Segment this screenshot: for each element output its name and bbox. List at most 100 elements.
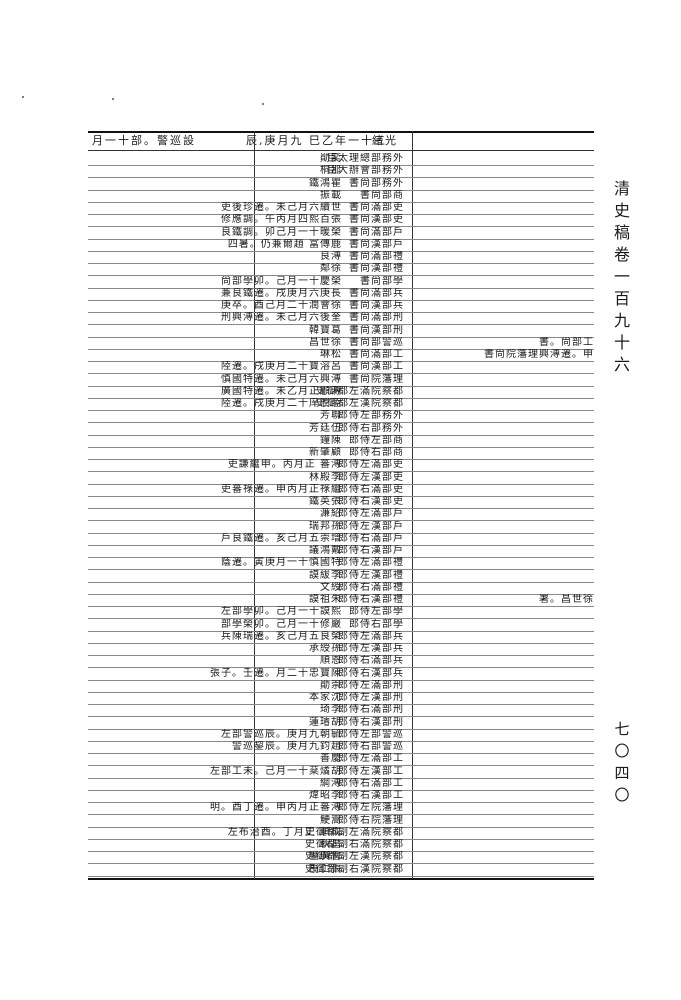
cell-c2: 郎侍左部學	[349, 606, 404, 618]
cell-c3	[414, 741, 594, 753]
table-row: 本家沈郎侍左漢部刑	[88, 692, 594, 705]
table-row: 文綬郎侍右滿部禮	[88, 581, 594, 595]
cell-c2: 書尙滿部禮	[349, 251, 404, 262]
cell-c1: 昌世徐	[309, 336, 342, 348]
row-rule	[88, 165, 594, 166]
book-title: 清史稿 卷一百 九十六	[613, 179, 630, 374]
cell-c3	[414, 165, 594, 177]
row-rule	[88, 495, 594, 497]
cell-c3	[414, 447, 594, 459]
cell-c2: 郎侍左院藩理	[338, 802, 404, 814]
cell-c2: 郎侍左漢部工	[338, 765, 404, 777]
cell-c3	[414, 325, 594, 337]
table-row: 廣國特遷。未乙月正顧溥史御都左滿院察都	[88, 386, 594, 399]
table-row: 部學榮卯。己月一十修嚴郎侍右部學	[88, 619, 594, 632]
cell-c1: 文綬	[320, 581, 342, 593]
cell-c2: 書尙院藩理	[349, 373, 404, 385]
cell-c3	[414, 839, 594, 851]
row-rule	[88, 446, 594, 448]
cell-c3	[414, 251, 594, 263]
table-row: 鑾廣會史御都副左漢院察都	[88, 851, 594, 865]
table-row: 兼良鐵遷。戌庚月六庚長書尙滿部兵	[88, 287, 594, 301]
cell-c3	[414, 680, 594, 692]
table-row: 秋昌史御都副右滿院察都	[88, 839, 594, 852]
cell-c3: 書尙院藩理興溥遷。申	[484, 349, 594, 360]
cell-c3	[414, 410, 594, 422]
table-row: 警巡鋆辰。庚月九鈞趙郎侍右部警巡	[88, 741, 594, 754]
cell-c1: 議鴻戴	[309, 545, 342, 556]
table-row: 韓寶葛書尙漢部刑	[88, 324, 594, 338]
row-rule	[88, 508, 594, 509]
table-row: 刑興溥遷。未己月六後奎書尙滿部刑	[88, 312, 594, 326]
row-rule	[88, 667, 594, 669]
table-row: 振載書尙部商	[88, 190, 594, 203]
cell-c3	[414, 361, 594, 373]
table-row: 修應調。午丙月四熙百張書尙漢部吏	[88, 214, 594, 228]
table-row: 吏蕃祿遷。申丙月正祿繼郎侍右滿部吏	[88, 484, 594, 497]
cell-c2: 郎侍右漢部禮	[338, 594, 404, 605]
cell-c2: 郎侍右部商	[349, 447, 404, 458]
cell-c2: 郎侍左部商	[349, 434, 404, 446]
cell-c2: 書尙漢部戶	[349, 238, 404, 250]
cell-c1: 善慶	[320, 753, 342, 765]
cell-c3	[414, 178, 594, 190]
row-rule	[88, 483, 594, 485]
cell-c1: 戶良鐵遷。亥己月五崇增	[221, 532, 342, 544]
row-rule	[88, 863, 594, 865]
cell-c1: 濂紹	[320, 508, 342, 520]
row-rule	[88, 299, 594, 301]
cell-c2: 郎侍右滿部工	[338, 777, 404, 789]
cell-c3	[414, 521, 594, 533]
table-row: 戶良鐵遷。亥己月五崇增郎侍右滿部戶	[88, 532, 594, 546]
row-rule	[88, 716, 594, 718]
cell-c2: 書尙滿部工	[349, 349, 404, 360]
cell-c2: 郎侍左漢部戶	[338, 520, 404, 532]
cell-c2: 書尙滿部刑	[349, 312, 404, 324]
row-rule	[88, 557, 594, 558]
cell-c3	[414, 864, 594, 876]
row-rule	[88, 226, 594, 228]
cell-c3	[414, 851, 594, 863]
cell-c1: 兵陳瑞遷。亥己月五良榮	[221, 630, 342, 642]
cell-c3	[414, 300, 594, 312]
cell-c3	[414, 704, 594, 716]
row-rule	[88, 324, 594, 326]
cell-c1: 芳廷伍	[309, 422, 342, 434]
row-rule	[88, 851, 594, 852]
cell-c3: 署。昌世徐	[539, 594, 594, 605]
cell-c2: 書尙漢部刑	[349, 324, 404, 336]
cell-c1: 明。酉丁遷。申丙月正蕃溥	[210, 802, 342, 814]
table-row: 新肇顧郎侍右部商	[88, 447, 594, 460]
row-rule	[88, 802, 594, 803]
cell-c3	[414, 472, 594, 484]
cell-c1: 左部學卯。己月一十謨熙	[221, 606, 342, 618]
cell-c1: 鄰徐	[320, 263, 342, 275]
table-row: 左部警巡辰。庚月九朝毓郎侍左部警巡	[88, 729, 594, 742]
cell-c3: 書。尙部工	[539, 336, 594, 348]
cell-c1: 左部工未。己月一十棻燏胡	[210, 765, 342, 777]
table-row: 勛崇郎侍左滿部刑	[88, 680, 594, 693]
cell-c2: 郎侍左滿部工	[338, 753, 404, 765]
cell-c1: 新肇顧	[309, 447, 342, 458]
cell-c2: 郎侍右滿部戶	[338, 532, 404, 544]
row-rule	[88, 642, 594, 644]
table-row: 琦李郎侍右滿部刑	[88, 704, 594, 718]
cell-c3	[414, 374, 594, 386]
cell-c2: 郎侍左漢部兵	[338, 643, 404, 654]
cell-c1: 良溥	[320, 251, 342, 262]
cell-c1: 綱溥	[320, 777, 342, 789]
table-row: 昌世徐書尙部警巡書。尙部工	[88, 336, 594, 350]
cell-c3	[414, 202, 594, 214]
table-row: 承綬孫郎侍左漢部兵	[88, 643, 594, 656]
table-row: 張子。壬遷。月二十忠寶陳郎侍右漢部兵	[88, 668, 594, 681]
cell-c1: 陸遷。戌庚月二十庠潤陸	[221, 398, 342, 409]
cell-c1: 勛奕	[320, 153, 342, 164]
cell-c1: 鑾廣會	[309, 851, 342, 863]
cell-c2: 書尙滿部兵	[349, 287, 404, 299]
cell-c3	[414, 496, 594, 508]
row-rule	[88, 606, 594, 607]
table-row: 琳松書尙滿部工書尙院藩理興溥遷。申	[88, 349, 594, 362]
cell-c2: 書尙漢部吏	[349, 214, 404, 226]
cell-c2: 史御都副左滿院察都	[305, 826, 404, 838]
cell-c3	[414, 398, 594, 410]
